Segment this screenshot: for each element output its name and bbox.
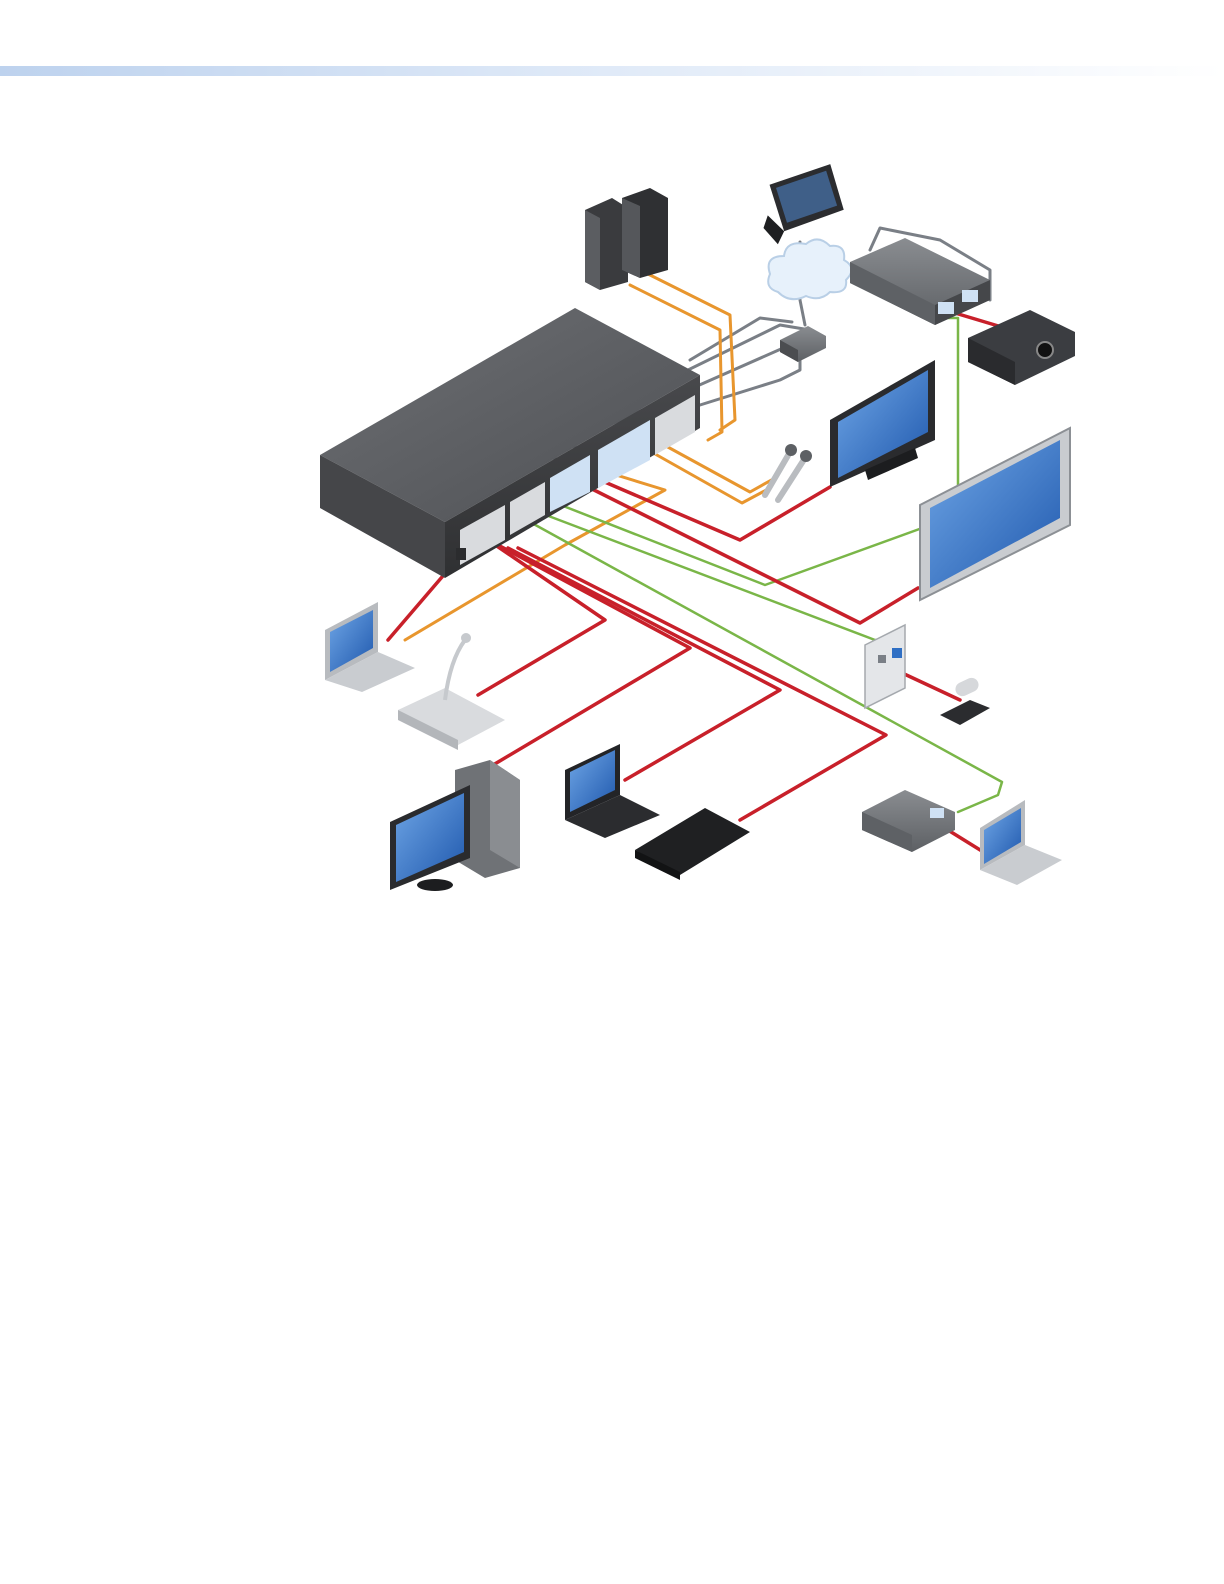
- gooseneck-mic-icon: [398, 688, 505, 745]
- hdmi-cable: [900, 672, 960, 700]
- header-gradient-bar: [0, 66, 1224, 76]
- network-cloud: [768, 239, 851, 299]
- camera-base: [940, 700, 990, 725]
- laptop-center: [565, 744, 660, 838]
- speaker-icon: [622, 188, 668, 278]
- projector-lens: [1037, 342, 1053, 358]
- touch-panel: [756, 163, 847, 246]
- network-switch: [780, 326, 826, 362]
- laptop-left: [325, 602, 415, 692]
- transmitter-bottom: [862, 790, 955, 852]
- speaker-icon: [585, 198, 628, 290]
- microphone-icon: [778, 450, 812, 500]
- camera-icon: [953, 676, 981, 699]
- cloud-icon: [768, 239, 851, 299]
- media-player: [635, 808, 750, 880]
- microphone-icon: [765, 444, 797, 495]
- hdmi-cable: [488, 545, 690, 768]
- hdmi-cable: [478, 540, 605, 695]
- desktop-pc: [390, 760, 520, 891]
- display-screen: [930, 440, 1060, 588]
- monitor-icon: [390, 785, 470, 891]
- gooseneck-mic: [398, 633, 505, 750]
- flat-panel-display: [830, 360, 935, 487]
- large-display: [920, 428, 1070, 600]
- audio-cable: [655, 440, 775, 492]
- av-system-diagram: [300, 160, 1080, 900]
- document-camera: [940, 676, 990, 725]
- audio-cable: [648, 450, 770, 503]
- laptop-right: [980, 800, 1062, 885]
- power-socket: [456, 548, 466, 560]
- speakers: [585, 188, 668, 290]
- handheld-mics: [765, 444, 812, 500]
- hdmi-cable: [590, 488, 918, 623]
